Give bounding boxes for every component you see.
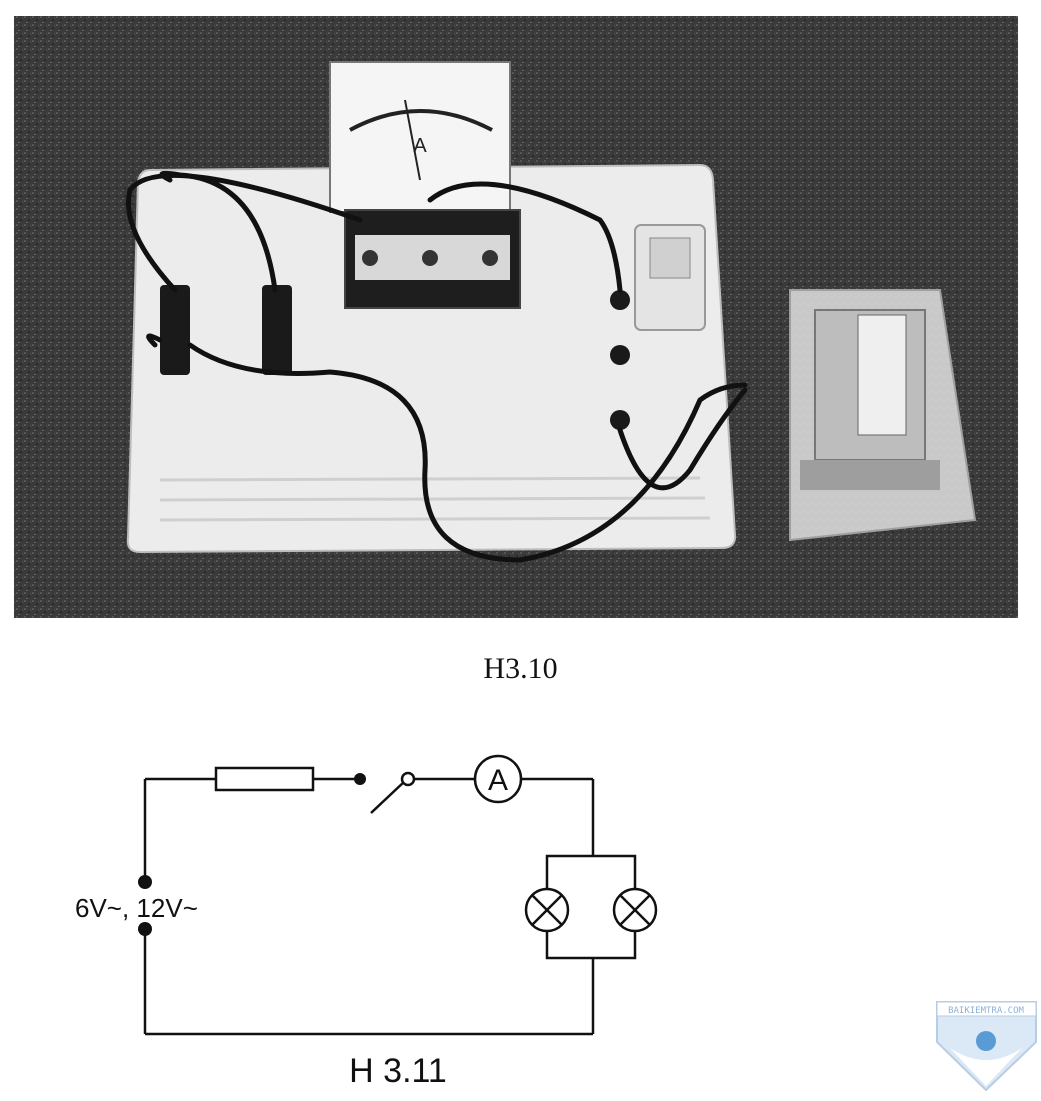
connecting-wires (126, 170, 748, 563)
switch-blade (370, 780, 406, 814)
watermark-person-icon (976, 1031, 996, 1051)
power-supply-transformer (789, 289, 977, 542)
ammeter-device: A (329, 61, 521, 309)
source-terminal-bottom (138, 922, 152, 936)
circuit-board (126, 163, 737, 554)
figure-caption-h3-11: H 3.11 (349, 1052, 447, 1090)
source-terminal-top (138, 875, 152, 889)
watermark-logo: BAIKIEMTRA.COM (936, 1001, 1037, 1092)
source-voltage-label: 6V~, 12V~ (75, 893, 198, 923)
board-switch (634, 224, 706, 331)
switch-contact-left (354, 773, 366, 785)
lamp-sockets (160, 285, 630, 430)
watermark-text: BAIKIEMTRA.COM (948, 1006, 1024, 1016)
switch-contact-right (400, 771, 416, 787)
ammeter-dial-symbol: A (413, 135, 427, 157)
apparatus-photo: A (14, 16, 1018, 618)
circuit-diagram: A 6V~, 12V~ H 3.11 BAIKIEMTRA.COM (75, 754, 1037, 1092)
fuse (214, 766, 315, 792)
figure-caption-h3-10: H3.10 (483, 652, 558, 685)
ammeter-symbol: A (488, 764, 508, 797)
lamp-2 (612, 887, 658, 933)
lamp-1 (524, 887, 570, 933)
